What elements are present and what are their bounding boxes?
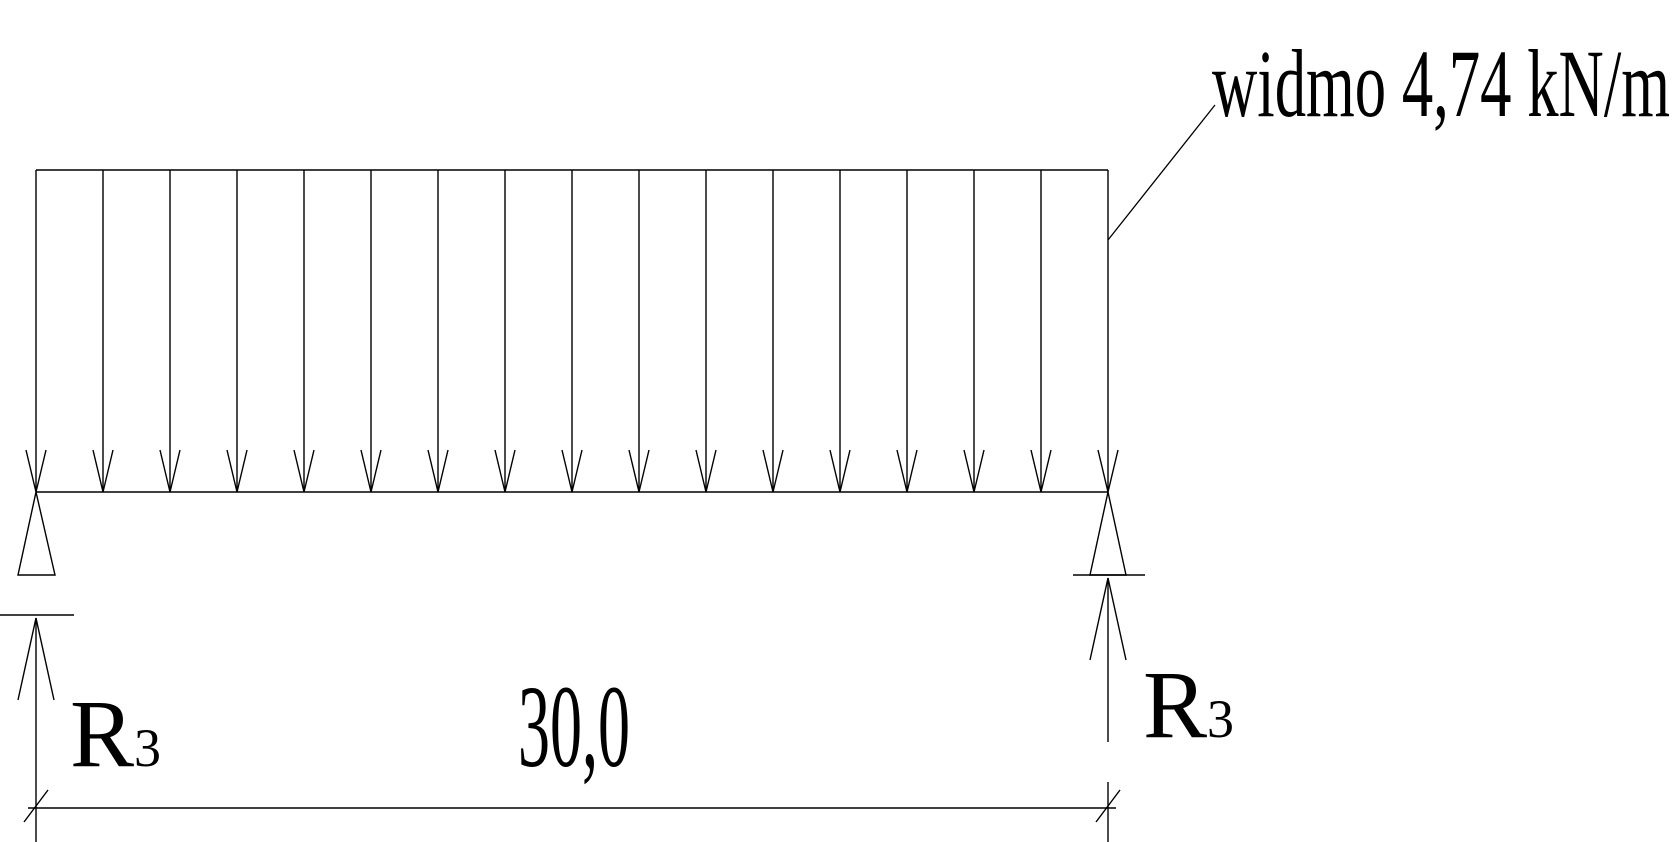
- left-support: [17, 491, 56, 576]
- right-support: [1073, 491, 1145, 576]
- right-reaction-letter: R: [1143, 651, 1207, 758]
- right-reaction-arrow: [1089, 577, 1127, 742]
- left-reaction-subscript: 3: [134, 718, 161, 778]
- left-support-triangle: [17, 491, 56, 576]
- right-reaction-arrowhead: [1089, 577, 1127, 661]
- left-reaction-arrow: [0, 614, 74, 782]
- left-reaction-arrowhead: [17, 617, 55, 701]
- left-reaction-letter: R: [70, 680, 134, 787]
- dimension-line: [23, 782, 1121, 842]
- dimension-tick-left: [23, 789, 49, 823]
- right-reaction-label: R3: [1143, 651, 1234, 758]
- right-reaction-subscript: 3: [1207, 689, 1234, 749]
- distributed-load: [25, 169, 1119, 493]
- left-reaction-label: R3: [70, 680, 161, 787]
- dimension-tick-right: [1095, 789, 1121, 823]
- right-support-triangle: [1089, 491, 1127, 576]
- span-dimension-label: 30,0: [518, 661, 630, 792]
- load-arrows: [25, 170, 1119, 493]
- load-label: widmo 4,74 kN/m: [1212, 30, 1670, 137]
- load-leader-line: [1107, 104, 1216, 241]
